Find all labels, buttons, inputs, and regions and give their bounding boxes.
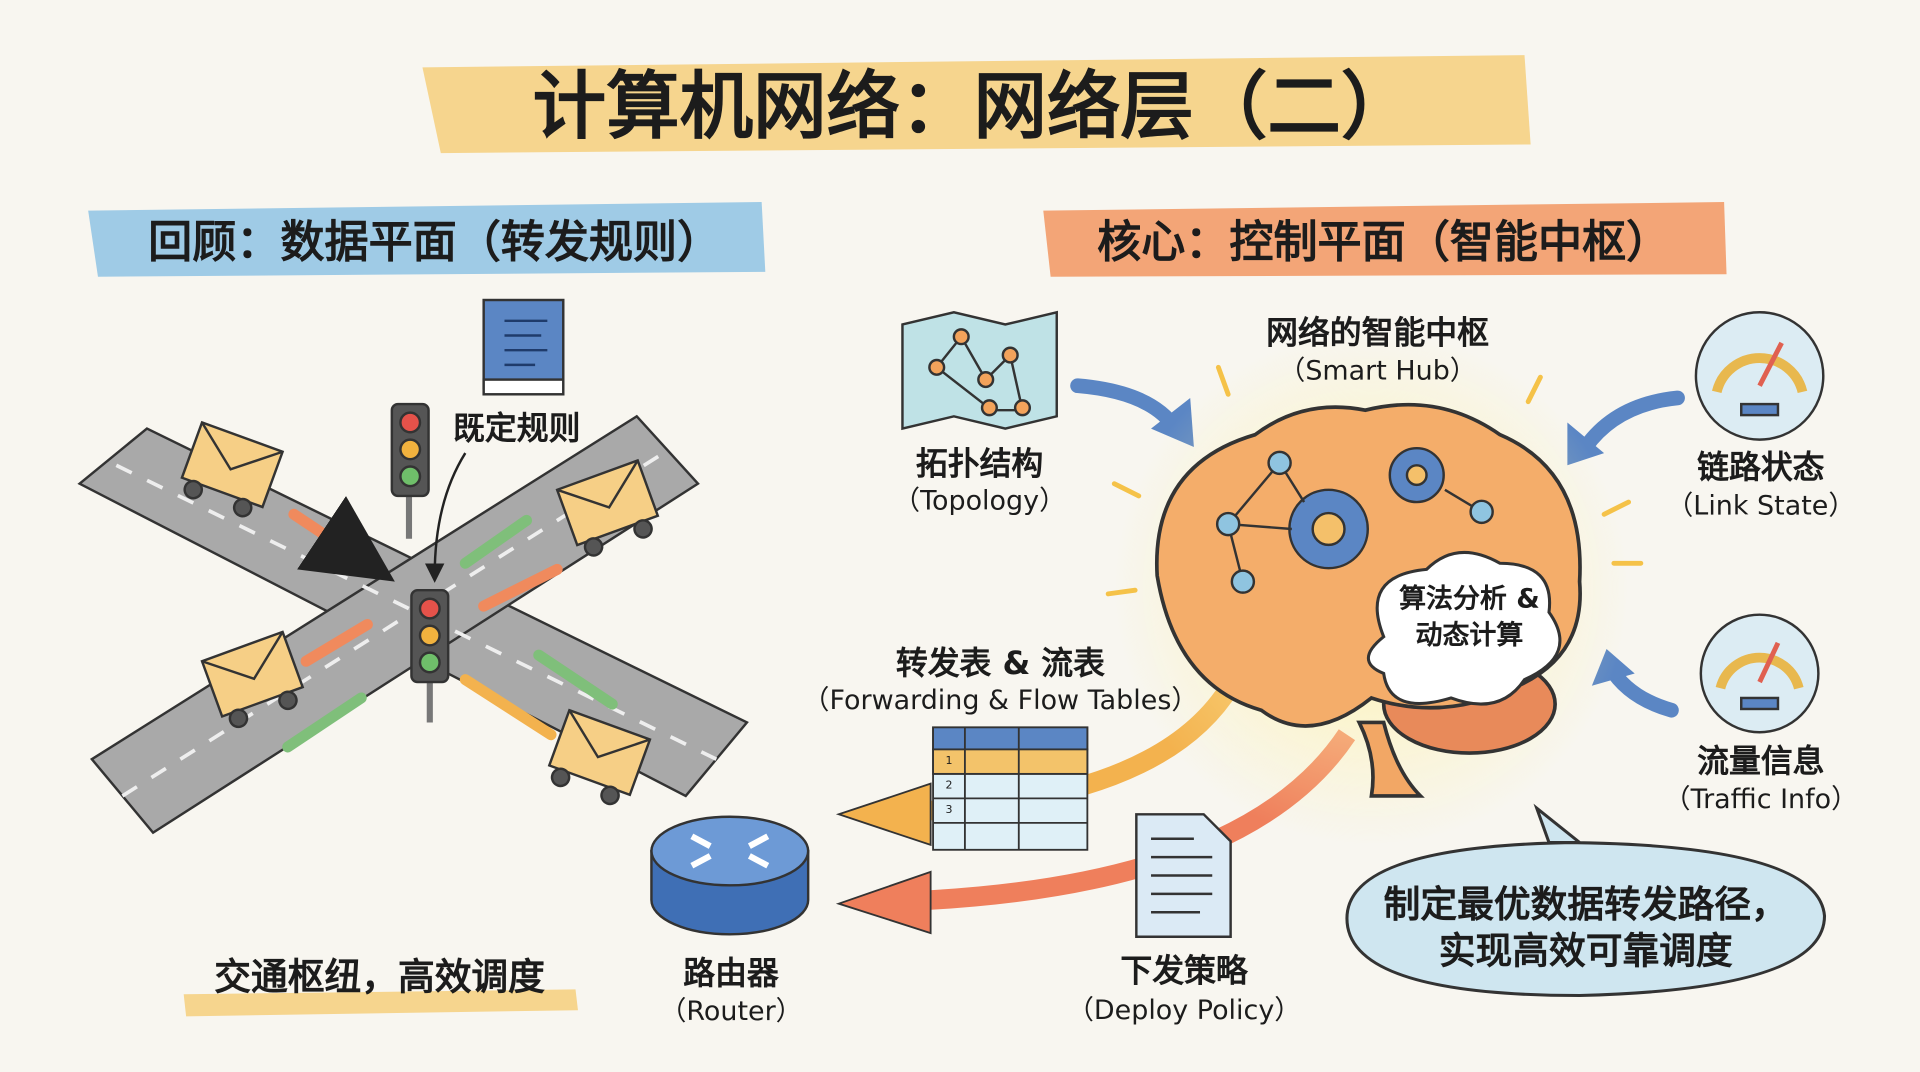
traffic-light-center-icon (410, 588, 450, 723)
hub-caption: 交通枢纽，高效调度 (214, 956, 545, 1000)
cloud-line-2: 动态计算 (1415, 620, 1524, 652)
tables-label-en: （Forwarding & Flow Tables） (802, 685, 1199, 717)
traffic-label: 流量信息 (1697, 743, 1825, 781)
caption-highlight (183, 989, 578, 1017)
rule-book-icon (482, 298, 565, 396)
router-label: 路由器 (683, 955, 779, 993)
gear-icon (1288, 446, 1445, 570)
link-state-gauge-icon (1694, 311, 1825, 441)
network-nodes (1215, 450, 1494, 594)
topology-label-en: （Topology） (893, 486, 1067, 517)
traffic-flow-arrows (282, 496, 618, 753)
router-icon (650, 815, 810, 936)
title-highlight (422, 55, 1531, 154)
link-state-label: 链路状态 (1697, 450, 1825, 487)
speech-bubble (1345, 803, 1827, 998)
bubble-line-1: 制定最优数据转发路径， (1383, 884, 1788, 927)
forwarding-table-icon (932, 726, 1089, 851)
table-row-number: 1 (945, 755, 953, 768)
smart-hub-label: 网络的智能中枢 (1266, 315, 1490, 353)
page-title: 计算机网络：网络层（二） (532, 64, 1415, 151)
topology-label: 拓扑结构 (915, 446, 1044, 484)
policy-document-icon (1135, 813, 1232, 938)
rules-pointer-arrow (424, 452, 467, 583)
traffic-label-en: （Traffic Info） (1663, 784, 1859, 816)
tables-label: 转发表 & 流表 (895, 645, 1105, 683)
arrow-head-yellow (835, 782, 932, 847)
left-heading-highlight (88, 202, 766, 277)
traffic-gauge-icon (1699, 613, 1820, 734)
right-heading-highlight (1043, 202, 1727, 277)
smart-hub-label-en: （Smart Hub） (1278, 356, 1477, 387)
table-row-number: 3 (945, 804, 953, 817)
table-row-number: 2 (945, 780, 953, 793)
topology-map-icon (901, 310, 1058, 431)
rules-label: 既定规则 (453, 410, 581, 448)
glow-rays (1105, 364, 1644, 597)
data-plane-heading: 回顾：数据平面（转发规则） (148, 217, 722, 269)
envelope-cart-icon (180, 420, 660, 806)
policy-label: 下发策略 (1120, 953, 1248, 991)
traffic-light-icon (390, 402, 430, 539)
router-label-en: （Router） (659, 996, 803, 1028)
bubble-line-2: 实现高效可靠调度 (1438, 930, 1733, 974)
link-state-label-en: （Link State） (1666, 491, 1856, 522)
control-plane-heading: 核心：控制平面（智能中枢） (1097, 217, 1671, 269)
cloud-line-1: 算法分析 & (1399, 584, 1540, 615)
thought-cloud (1366, 550, 1562, 706)
policy-label-en: （Deploy Policy） (1066, 995, 1302, 1027)
arrow-head-orange (835, 870, 932, 935)
